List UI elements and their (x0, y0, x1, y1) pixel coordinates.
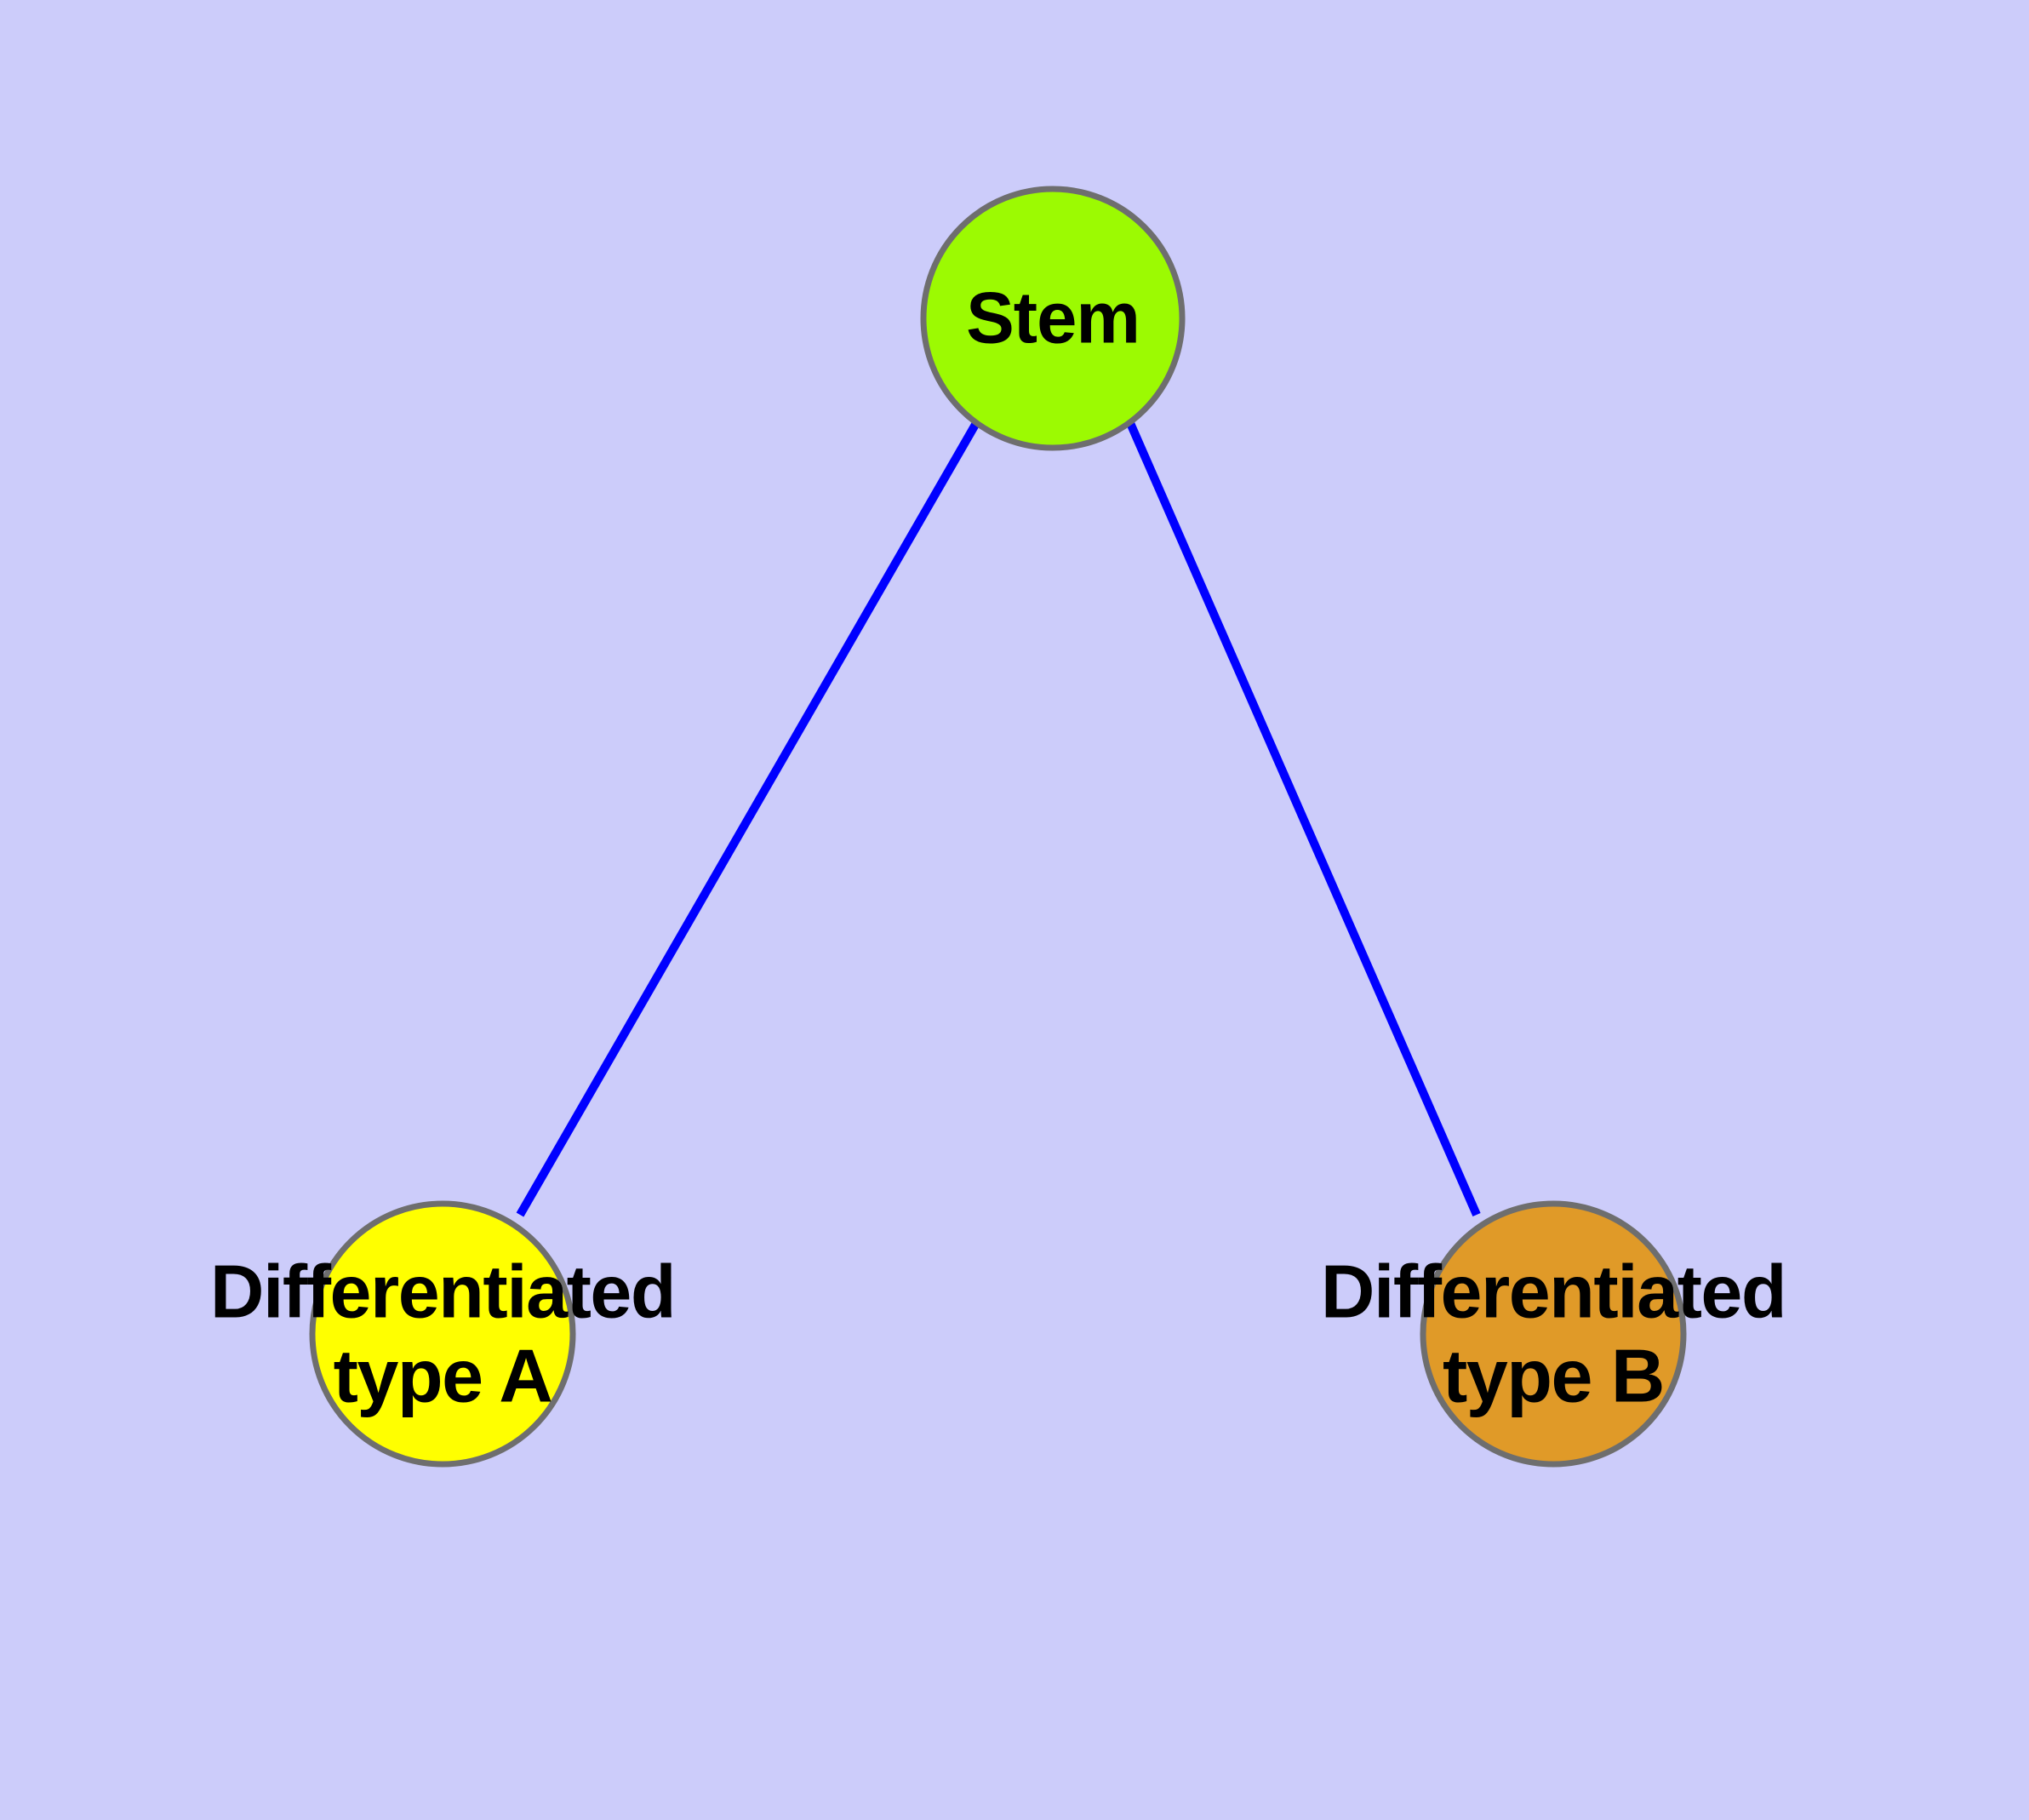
node-stem[interactable] (920, 186, 1186, 451)
edge-stem-to-differentiated-type-b[interactable] (1126, 421, 1481, 1217)
edge-stem-to-differentiated-type-a[interactable] (516, 421, 980, 1217)
node-differentiated-type-a[interactable] (309, 1200, 576, 1468)
node-differentiated-type-b[interactable] (1420, 1200, 1687, 1468)
